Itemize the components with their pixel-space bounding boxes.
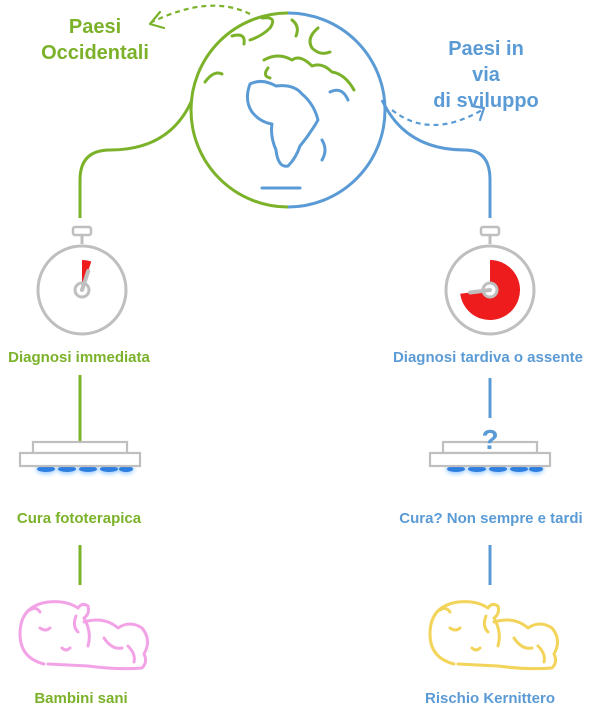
right-region-label: Paesi in via di sviluppo xyxy=(433,38,539,112)
right-outcome-label: Rischio Kernittero xyxy=(424,690,556,707)
stopwatch-icon-left xyxy=(36,225,128,336)
phototherapy-lamp-icon-left xyxy=(18,440,142,474)
left-diagnosis-label: Diagnosi immediata xyxy=(8,349,150,366)
sleeping-baby-icon-left xyxy=(18,600,149,671)
earth-globe-icon xyxy=(189,11,387,209)
right-connector-line xyxy=(380,99,492,218)
curved-arrow-icon xyxy=(148,4,251,30)
curved-arrow-icon-right xyxy=(391,104,486,126)
left-treatment-label: Cura fototerapica xyxy=(16,510,142,527)
sleeping-baby-icon-right xyxy=(428,600,559,671)
right-treatment-label: Cura? Non sempre e tardi xyxy=(399,510,583,527)
phototherapy-lamp-icon-right xyxy=(428,440,552,474)
left-outcome-label: Bambini sani xyxy=(34,690,128,707)
right-diagnosis-label: Diagnosi tardiva o assente xyxy=(392,349,584,366)
left-connector-line xyxy=(78,99,194,218)
left-region-label: Paesi Occidentali xyxy=(41,16,149,64)
stopwatch-icon-right xyxy=(444,225,536,336)
treatment-question-mark: ? xyxy=(481,424,499,455)
